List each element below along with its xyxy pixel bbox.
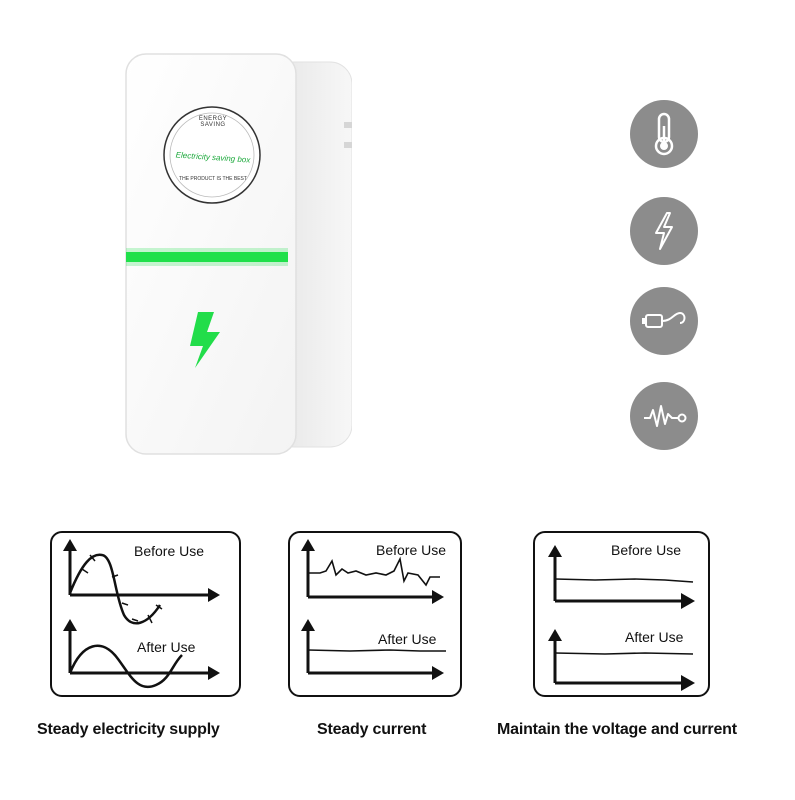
panel-steady-supply: Before Use After Use	[50, 531, 241, 697]
badge-bottom-text: THE PRODUCT IS THE BEST	[179, 176, 247, 182]
before-use-label: Before Use	[611, 542, 682, 558]
energy-saver-device: ENERGY SAVING Electricity saving box THE…	[122, 50, 360, 460]
signal-wave-icon	[630, 382, 698, 450]
caption-steady-current: Steady current	[317, 721, 427, 738]
before-use-label: Before Use	[376, 542, 447, 558]
panel-steady-current: Before Use After Use	[288, 531, 462, 697]
after-use-label: After Use	[625, 629, 684, 645]
lightning-icon	[630, 197, 698, 265]
usb-plug-icon	[630, 287, 698, 355]
after-use-label: After Use	[378, 631, 437, 647]
caption-steady-supply: Steady electricity supply	[37, 721, 220, 738]
badge-top-text: ENERGY SAVING	[198, 116, 228, 128]
after-use-label: After Use	[137, 639, 196, 655]
caption-maintain-voltage: Maintain the voltage and current	[497, 721, 737, 738]
thermometer-icon	[630, 100, 698, 168]
panel-maintain-voltage: Before Use After Use	[533, 531, 710, 697]
before-use-label: Before Use	[134, 543, 205, 559]
